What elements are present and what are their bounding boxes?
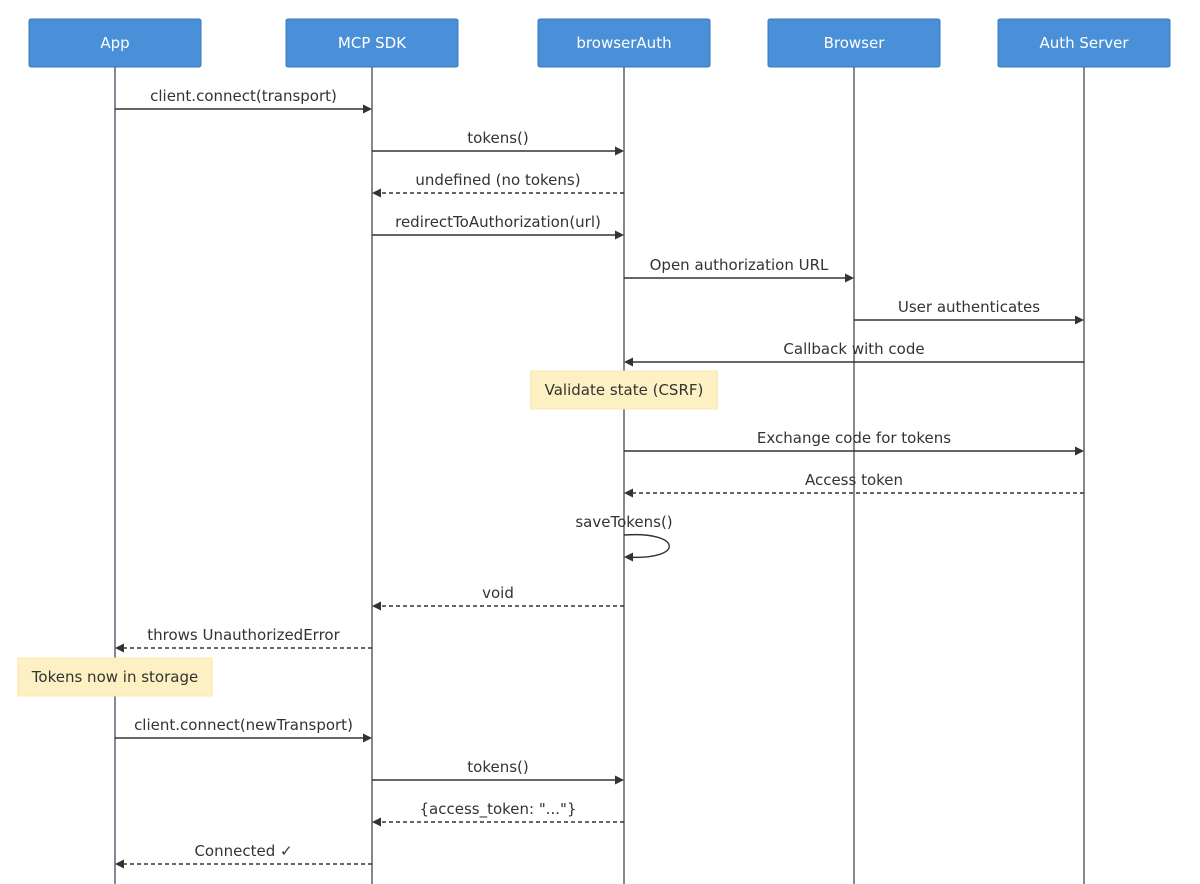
actor-app: App bbox=[28, 18, 202, 68]
message-arrowhead bbox=[615, 230, 624, 240]
step-13-message: throws UnauthorizedError bbox=[115, 626, 372, 653]
message-label: Callback with code bbox=[783, 340, 924, 358]
message-label: void bbox=[482, 584, 514, 602]
step-2-message: tokens() bbox=[372, 129, 624, 156]
self-message-arrowhead bbox=[624, 552, 633, 562]
actor-auth: browserAuth bbox=[537, 18, 711, 68]
step-18-message: Connected ✓ bbox=[115, 842, 372, 869]
actor-label-server: Auth Server bbox=[1039, 34, 1129, 52]
message-arrowhead bbox=[1075, 315, 1084, 325]
step-12-message: void bbox=[372, 584, 624, 611]
message-label: Open authorization URL bbox=[650, 256, 829, 274]
actor-box-sdk bbox=[285, 18, 459, 68]
actor-label-auth: browserAuth bbox=[576, 34, 671, 52]
step-9-message: Exchange code for tokens bbox=[624, 429, 1084, 456]
actor-browser: Browser bbox=[767, 18, 941, 68]
step-10-message: Access token bbox=[624, 471, 1084, 498]
message-arrowhead bbox=[624, 488, 633, 498]
actor-label-sdk: MCP SDK bbox=[338, 34, 407, 52]
step-15-message: client.connect(newTransport) bbox=[115, 716, 372, 743]
note-label: Validate state (CSRF) bbox=[545, 381, 704, 399]
actors: App MCP SDK browserAuth Browser Auth Server bbox=[28, 18, 1171, 68]
message-arrowhead bbox=[615, 775, 624, 785]
message-arrowhead bbox=[845, 273, 854, 283]
message-arrowhead bbox=[115, 859, 124, 869]
message-arrowhead bbox=[115, 643, 124, 653]
actor-label-app: App bbox=[100, 34, 129, 52]
actor-box-browser bbox=[767, 18, 941, 68]
step-8-note: Validate state (CSRF) bbox=[530, 370, 718, 410]
message-label: tokens() bbox=[467, 129, 528, 147]
message-label: client.connect(newTransport) bbox=[134, 716, 353, 734]
step-6-message: User authenticates bbox=[854, 298, 1084, 325]
message-label: undefined (no tokens) bbox=[415, 171, 580, 189]
message-arrowhead bbox=[363, 104, 372, 114]
steps: client.connect(transport) tokens() undefin… bbox=[17, 87, 1084, 869]
message-arrowhead bbox=[372, 188, 381, 198]
note-box bbox=[530, 370, 718, 410]
actor-box-auth bbox=[537, 18, 711, 68]
message-arrowhead bbox=[1075, 446, 1084, 456]
step-11-self: saveTokens() bbox=[575, 513, 673, 562]
self-message-line bbox=[623, 533, 670, 559]
step-7-message: Callback with code bbox=[624, 340, 1084, 367]
message-arrowhead bbox=[372, 817, 381, 827]
message-label: {access_token: "..."} bbox=[419, 800, 576, 819]
message-label: Access token bbox=[805, 471, 903, 489]
message-label: throws UnauthorizedError bbox=[147, 626, 340, 644]
actor-box-app bbox=[28, 18, 202, 68]
actor-box-server bbox=[997, 18, 1171, 68]
message-label: Connected ✓ bbox=[194, 842, 292, 860]
lifelines bbox=[114, 67, 1085, 884]
note-box bbox=[17, 657, 213, 697]
step-3-message: undefined (no tokens) bbox=[372, 171, 624, 198]
note-label: Tokens now in storage bbox=[31, 668, 198, 686]
message-label: User authenticates bbox=[898, 298, 1040, 316]
step-4-message: redirectToAuthorization(url) bbox=[372, 213, 624, 240]
step-1-message: client.connect(transport) bbox=[115, 87, 372, 114]
actor-server: Auth Server bbox=[997, 18, 1171, 68]
actor-label-browser: Browser bbox=[824, 34, 886, 52]
message-label: Exchange code for tokens bbox=[757, 429, 951, 447]
step-16-message: tokens() bbox=[372, 758, 624, 785]
message-label: tokens() bbox=[467, 758, 528, 776]
step-14-note: Tokens now in storage bbox=[17, 657, 213, 697]
message-arrowhead bbox=[615, 146, 624, 156]
actor-sdk: MCP SDK bbox=[285, 18, 459, 68]
message-arrowhead bbox=[624, 357, 633, 367]
message-label: client.connect(transport) bbox=[150, 87, 337, 105]
message-label: saveTokens() bbox=[575, 513, 672, 531]
step-5-message: Open authorization URL bbox=[624, 256, 854, 283]
message-label: redirectToAuthorization(url) bbox=[395, 213, 601, 231]
step-17-message: {access_token: "..."} bbox=[372, 800, 624, 827]
message-arrowhead bbox=[363, 733, 372, 743]
message-arrowhead bbox=[372, 601, 381, 611]
